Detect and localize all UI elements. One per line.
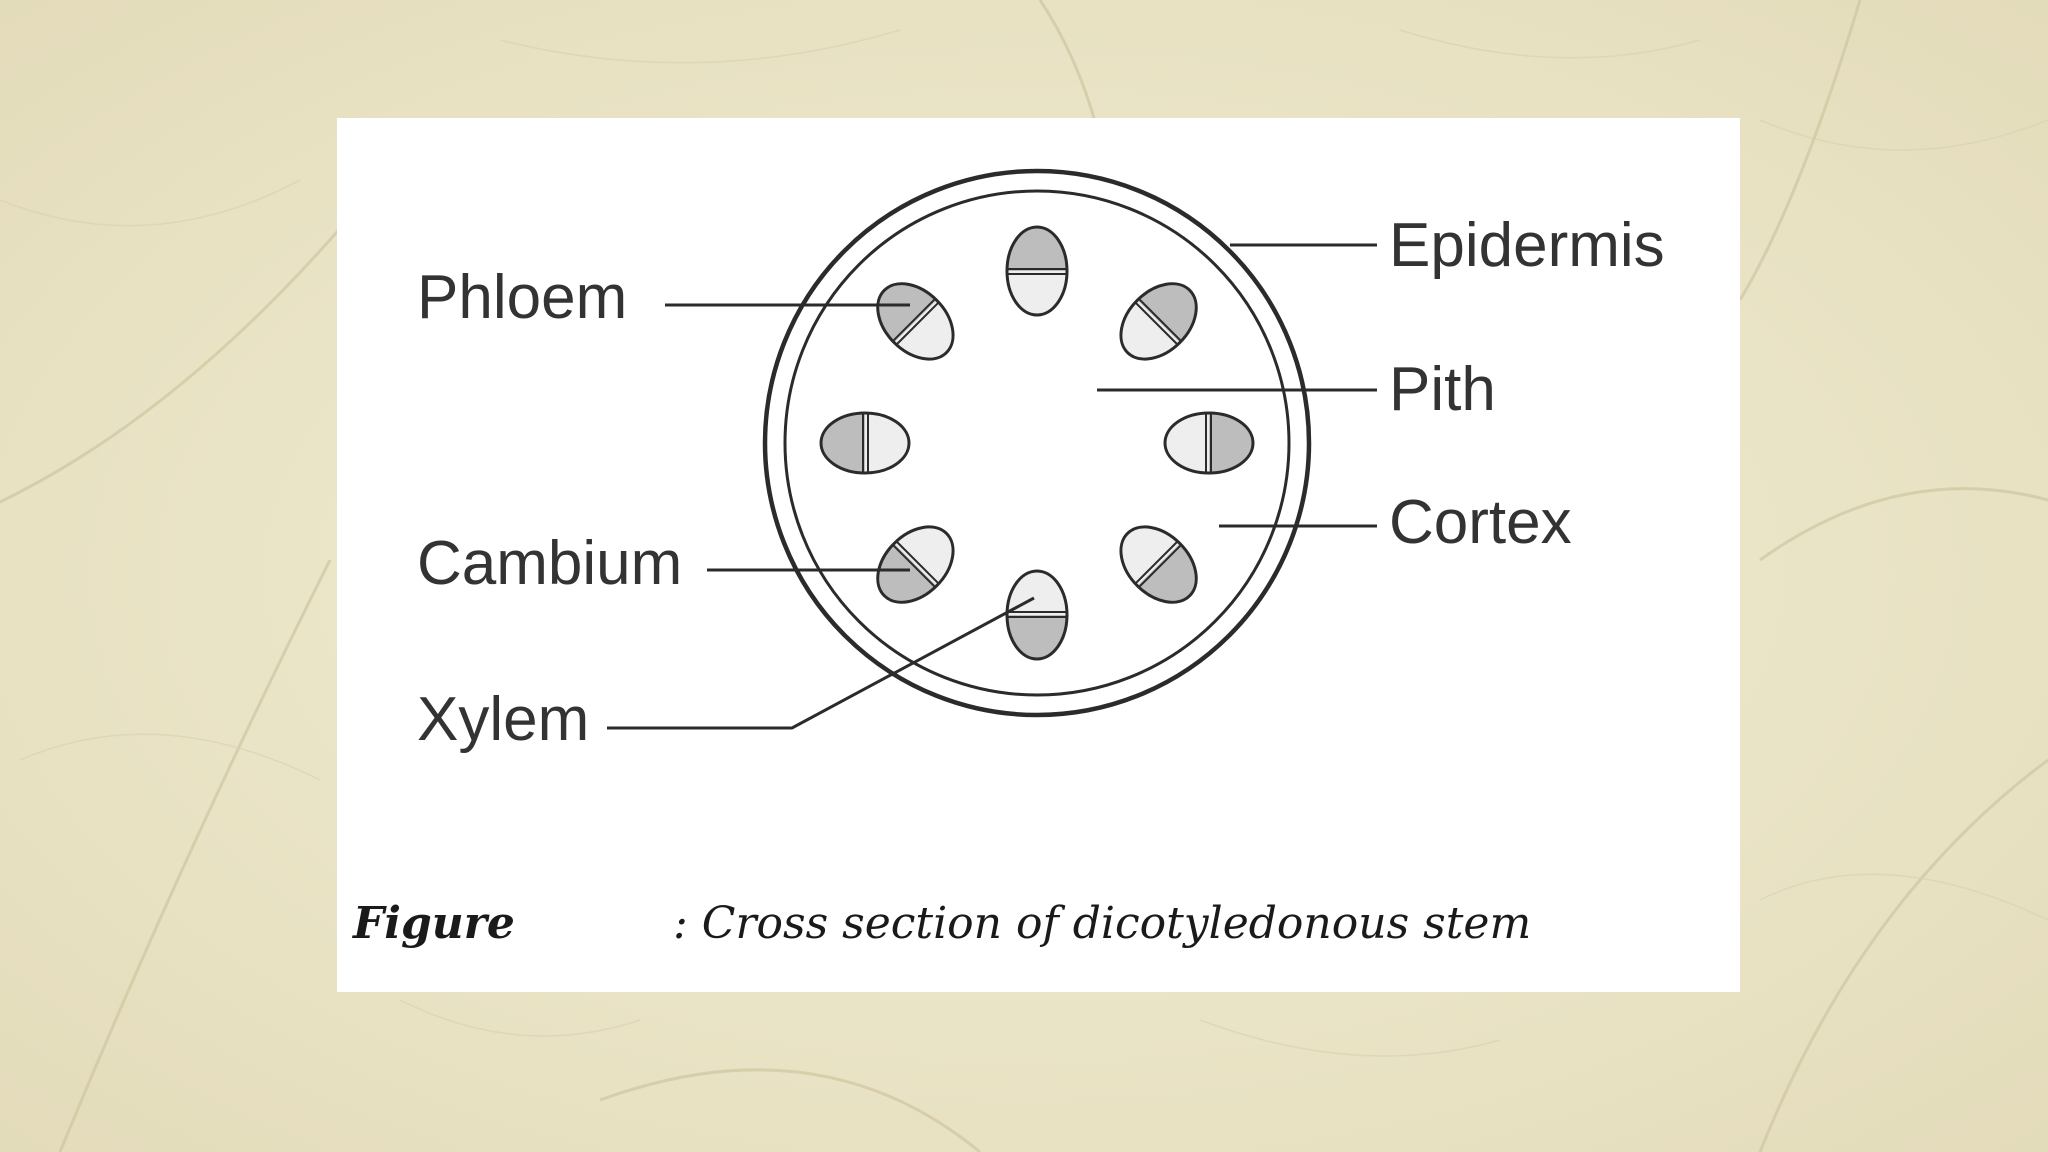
- bundle-phloem-region: [1007, 615, 1067, 659]
- bundle-outline: [1119, 282, 1198, 361]
- bundle-xylem-region: [1007, 271, 1067, 315]
- figure-caption: Figure : Cross section of dicotyledonous…: [353, 888, 1713, 968]
- bundle-xylem-region: [1165, 413, 1209, 473]
- vascular-bundle: [863, 512, 968, 617]
- vascular-bundle: [863, 269, 968, 374]
- bundle-phloem-region: [821, 413, 865, 473]
- bundle-cambium-line: [895, 301, 940, 346]
- bundle-cambium-line: [1134, 301, 1179, 346]
- bundle-cambium-line: [1138, 298, 1182, 342]
- vascular-bundle: [1106, 269, 1211, 374]
- bundle-outline: [1005, 225, 1069, 317]
- bundle-cambium-line: [1138, 544, 1182, 588]
- epidermis-outer-circle: [762, 168, 1312, 718]
- vascular-bundle: [1005, 225, 1069, 317]
- bundle-phloem-region: [1209, 413, 1253, 473]
- bundle-cambium-line: [1134, 540, 1179, 585]
- label-xylem: Xylem: [417, 685, 589, 754]
- bundle-xylem-region: [865, 413, 909, 473]
- bundle-cambium-line: [895, 540, 940, 585]
- bundle-outline: [1005, 569, 1069, 661]
- leader-line-xylem: [607, 596, 1035, 730]
- label-cambium: Cambium: [417, 529, 682, 598]
- bundle-cambium-line: [892, 298, 936, 342]
- vascular-bundle: [1005, 569, 1069, 661]
- vascular-bundle: [1163, 411, 1255, 475]
- vascular-bundle: [819, 411, 911, 475]
- bundle-cambium-line: [892, 544, 936, 588]
- bundle-phloem-region: [1007, 227, 1067, 271]
- bundle-outline: [1163, 411, 1255, 475]
- label-cortex: Cortex: [1389, 488, 1572, 557]
- label-epidermis: Epidermis: [1389, 211, 1665, 280]
- label-phloem: Phloem: [417, 263, 627, 332]
- cortex-inner-circle: [783, 189, 1291, 697]
- caption-label: Figure: [353, 898, 515, 949]
- stem-cross-section-diagram: Phloem Cambium Xylem Epidermis Pith Cort…: [417, 168, 1665, 754]
- label-pith: Pith: [1389, 355, 1496, 424]
- bundle-outline: [876, 282, 955, 361]
- caption-text: : Cross section of dicotyledonous stem: [673, 898, 1532, 949]
- figure-panel: Phloem Cambium Xylem Epidermis Pith Cort…: [337, 118, 1740, 992]
- bundle-outline: [876, 525, 955, 604]
- vascular-bundle: [1106, 512, 1211, 617]
- bundle-outline: [819, 411, 911, 475]
- bundle-outline: [1119, 525, 1198, 604]
